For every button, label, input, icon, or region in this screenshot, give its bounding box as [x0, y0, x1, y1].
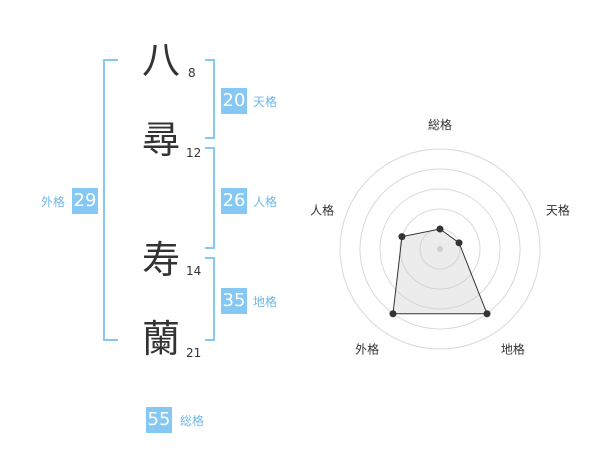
radar-axis-label-1: 総格	[428, 117, 452, 132]
radar-grid-ring	[399, 208, 481, 290]
sou-value-badge: 55	[146, 407, 172, 433]
ten-label: 天格	[253, 95, 278, 109]
outer-bracket	[103, 59, 118, 341]
gai-label: 外格	[41, 195, 66, 209]
chi-bracket	[205, 257, 215, 341]
name-char-3: 寿	[141, 238, 180, 282]
ten-value-badge: 20	[221, 88, 247, 114]
radar-axis-label-3: 地格	[501, 341, 525, 356]
ten-bracket	[205, 59, 215, 139]
radar-point-3	[483, 310, 491, 318]
stroke-count-3: 14	[186, 264, 202, 278]
radar-series-area	[392, 228, 488, 315]
radar-axis-label-4: 外格	[355, 341, 379, 356]
stroke-count-4: 21	[186, 346, 202, 360]
radar-point-1	[436, 225, 444, 233]
radar-grid-ring	[339, 148, 541, 350]
radar-point-5	[398, 233, 406, 241]
stroke-count-1: 8	[188, 66, 196, 80]
radar-axis-label-2: 天格	[546, 203, 570, 218]
name-char-2: 尋	[141, 118, 180, 162]
jin-value-badge: 26	[221, 188, 247, 214]
radar-point-4	[389, 310, 397, 318]
chi-value-badge: 35	[221, 288, 247, 314]
jin-label: 人格	[253, 195, 278, 209]
radar-grid-ring	[359, 168, 521, 330]
chi-label: 地格	[253, 295, 278, 309]
radar-axis-label-5: 人格	[310, 203, 334, 218]
name-char-1: 八	[141, 38, 180, 82]
radar-center-dot	[437, 246, 443, 252]
radar-point-2	[455, 239, 463, 247]
gai-value-badge: 29	[72, 188, 98, 214]
jin-bracket	[205, 147, 215, 249]
name-char-4: 蘭	[141, 317, 180, 361]
radar-grid-ring	[379, 188, 501, 310]
sou-label: 総格	[180, 414, 205, 428]
stroke-count-2: 12	[186, 146, 202, 160]
